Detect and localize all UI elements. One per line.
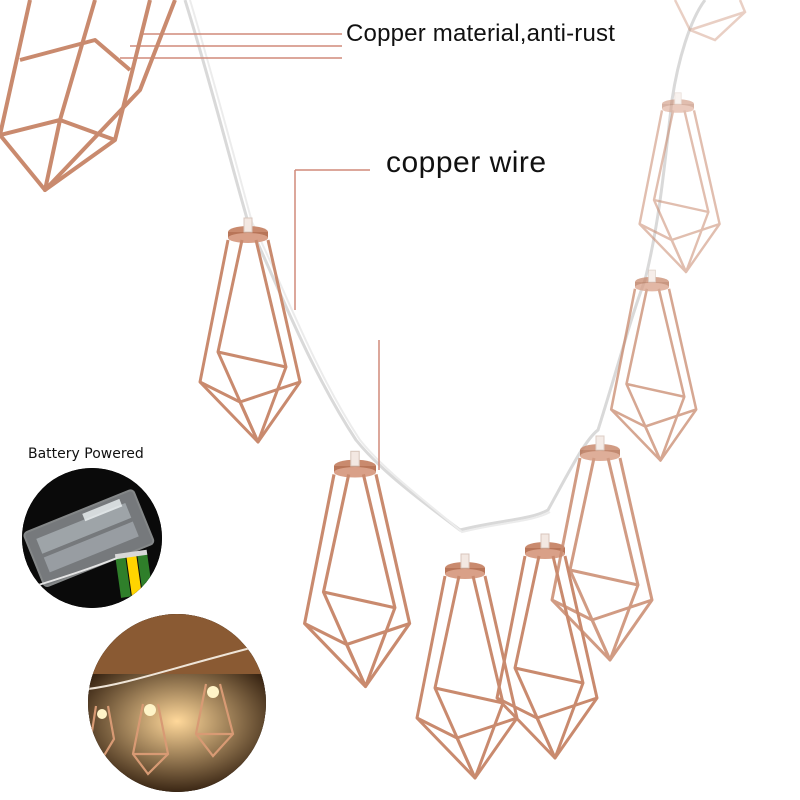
cage-lantern-1 bbox=[198, 216, 302, 444]
battery-box-inset bbox=[22, 468, 162, 608]
callout-copper-material: Copper material,anti-rust bbox=[346, 20, 616, 47]
lit-lanterns-inset bbox=[88, 614, 266, 792]
cage-lantern-5 bbox=[550, 434, 654, 662]
cage-lantern-top-left bbox=[0, 0, 177, 192]
callout-lines bbox=[120, 33, 380, 470]
cage-lantern-8 bbox=[673, 0, 747, 42]
cage-lantern-2 bbox=[303, 449, 412, 689]
battery-powered-label: Battery Powered bbox=[28, 446, 144, 462]
cage-lantern-6 bbox=[609, 268, 698, 462]
callout-copper-wire: copper wire bbox=[386, 146, 547, 179]
